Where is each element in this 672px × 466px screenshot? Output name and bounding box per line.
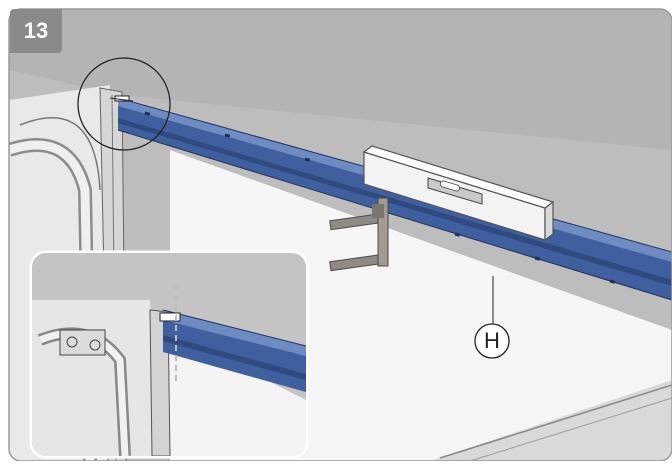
clamp-icon: [329, 197, 389, 272]
detail-circle-icon: [77, 57, 171, 151]
callout-circle: [474, 323, 510, 359]
ceiling-plane: [9, 9, 672, 150]
floor-track: [430, 380, 672, 461]
callout-label-h: H: [484, 328, 500, 353]
spirit-level-icon: [362, 145, 555, 242]
step-number-badge: 13: [10, 9, 62, 53]
inset-detail: [29, 250, 309, 459]
